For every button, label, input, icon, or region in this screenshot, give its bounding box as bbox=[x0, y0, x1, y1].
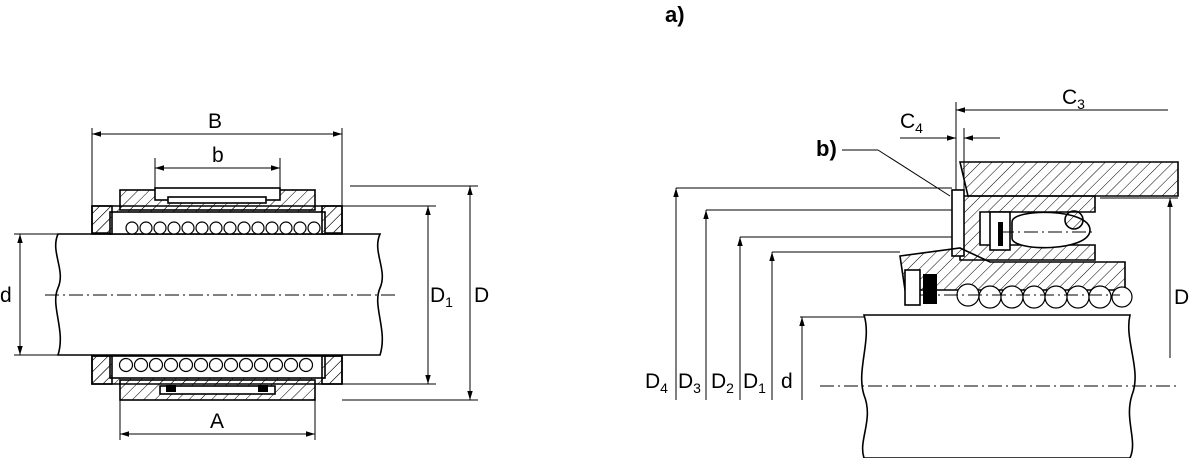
dim-label-B: B bbox=[208, 110, 222, 133]
dim-label-d: d bbox=[0, 284, 12, 307]
dim-label-d-right: d bbox=[781, 370, 793, 393]
right-detail-view: a) b) bbox=[645, 2, 1189, 458]
dim-label-D2: D2 bbox=[711, 370, 734, 396]
panel-label-b: b) bbox=[816, 136, 837, 161]
dim-label-D4: D4 bbox=[645, 370, 668, 396]
panel-label-a: a) bbox=[665, 2, 685, 27]
dim-label-D-right: D bbox=[1174, 286, 1189, 309]
dim-label-C3: C3 bbox=[1062, 86, 1085, 112]
dim-label-D1-right: D1 bbox=[743, 370, 766, 396]
dim-label-A: A bbox=[210, 410, 224, 433]
dim-label-D3: D3 bbox=[678, 370, 701, 396]
dim-label-b: b bbox=[212, 144, 224, 167]
dim-label-D1: D1 bbox=[430, 284, 453, 310]
housing bbox=[958, 161, 1179, 197]
dim-label-D: D bbox=[474, 284, 489, 307]
left-bearing-bottom bbox=[91, 355, 343, 401]
left-bearing-top bbox=[91, 187, 343, 235]
left-bearing-view: B b A d D1 D bbox=[0, 110, 489, 440]
dim-label-C4: C4 bbox=[900, 110, 923, 136]
